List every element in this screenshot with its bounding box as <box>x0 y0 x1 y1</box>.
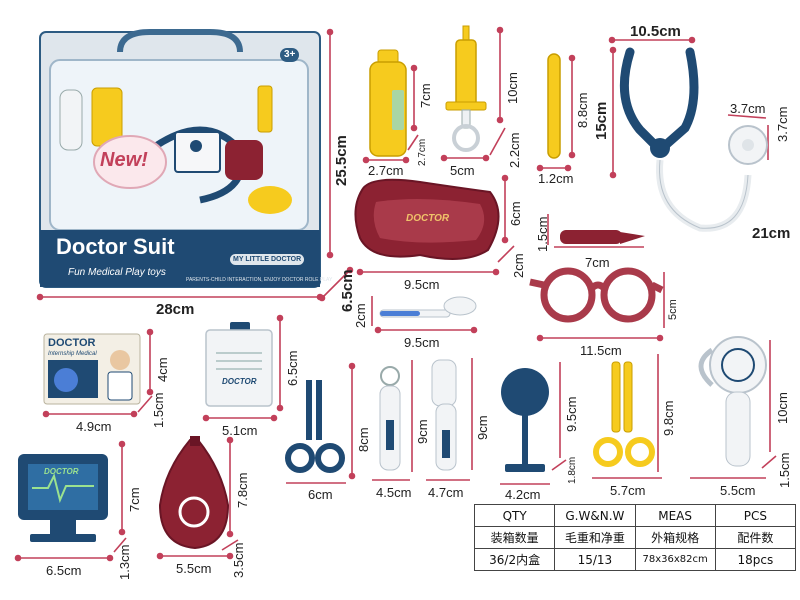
new-badge: New! <box>100 149 148 171</box>
package-tagline: PARENTS-CHILD INTERACTION, ENJOY DOCTOR … <box>186 277 333 283</box>
monitor-logo: DOCTOR <box>44 467 79 476</box>
dim-spoon-width: 9.5cm <box>404 335 440 350</box>
dim-monitor-depth: 1.3cm <box>117 544 132 580</box>
medicine-bottle <box>369 49 407 157</box>
dim-otoscope-width: 4.5cm <box>376 485 412 500</box>
dim-spoon-height: 2cm <box>353 303 368 328</box>
yellow-scissors <box>593 361 655 467</box>
spec-header-pcs-cn: 配件数 <box>714 526 797 549</box>
table-row: 装箱数量 毛重和净重 外箱规格 配件数 <box>473 526 797 549</box>
table-row: QTY G.W&N.W MEAS PCS <box>473 504 797 527</box>
dim-reflector-height: 9.5cm <box>564 396 579 432</box>
dim-card-width: 4.9cm <box>76 419 112 434</box>
spec-header-meas: MEAS <box>634 504 716 527</box>
dim-tray-depth: 2cm <box>511 253 526 278</box>
toy-scalpel <box>560 230 645 244</box>
dim-pressure-depth: 1.5cm <box>777 452 792 488</box>
dim-bulb-depth: 3.5cm <box>231 542 246 578</box>
dim-bottle-width: 2.7cm <box>368 163 404 178</box>
tray-logo: DOCTOR <box>406 213 450 224</box>
spec-value-weight: 15/13 <box>554 548 636 571</box>
dim-syringe-height: 10cm <box>505 72 520 104</box>
spec-table: QTY G.W&N.W MEAS PCS 装箱数量 毛重和净重 外箱规格 配件数… <box>473 504 797 571</box>
toy-glasses <box>529 267 664 323</box>
otoscope <box>379 366 401 471</box>
spec-header-weight-cn: 毛重和净重 <box>554 526 636 549</box>
package-box <box>39 29 321 288</box>
package-subtitle: Fun Medical Play toys <box>68 267 166 278</box>
spec-header-qty-cn: 装箱数量 <box>473 526 556 549</box>
dim-navy-scissors-width: 6cm <box>308 487 333 502</box>
dim-stick-width: 1.2cm <box>538 171 574 186</box>
dim-syringe-width: 5cm <box>450 163 475 178</box>
dim-stethoscope-width: 10.5cm <box>630 23 681 40</box>
package-age-badge: 3+ <box>280 48 300 62</box>
dim-thermometer-width: 4.7cm <box>428 485 464 500</box>
doctor-card <box>43 333 141 405</box>
dim-pressure-width: 5.5cm <box>720 483 756 498</box>
kidney-tray <box>354 178 500 260</box>
dim-tray-height: 6cm <box>508 201 523 226</box>
dim-monitor-height: 7cm <box>127 487 142 512</box>
toy-syringe <box>445 25 487 152</box>
dim-thermometer-height: 9cm <box>475 415 490 440</box>
head-mirror <box>501 368 549 472</box>
dim-scalpel-height: 1.5cm <box>535 216 550 252</box>
toy-monitor <box>18 454 108 542</box>
dim-syringe-depth: 2.2cm <box>507 132 522 168</box>
navy-scissors <box>285 380 345 473</box>
dim-stethoscope-length: 21cm <box>752 225 791 242</box>
dim-stethoscope-height: 15cm <box>593 101 610 140</box>
spec-value-qty: 36/2内盒 <box>473 548 556 571</box>
dim-reflector-depth: 1.8cm <box>567 456 578 484</box>
dim-stethoscope-head-width: 3.7cm <box>730 101 766 116</box>
dim-glasses-height: 5cm <box>667 299 679 320</box>
dim-stethoscope-head-height: 3.7cm <box>775 106 790 142</box>
dim-navy-scissors-height: 8cm <box>356 427 371 452</box>
dim-package-height: 25.5cm <box>333 135 350 186</box>
pressure-bulb <box>158 436 230 550</box>
blood-pressure-gauge <box>698 336 767 467</box>
dim-bottle-depth: 2.7cm <box>417 138 428 166</box>
dim-yellow-scissors-height: 9.8cm <box>661 400 676 436</box>
spec-value-pcs: 18pcs <box>714 548 797 571</box>
thermometer <box>431 359 457 471</box>
dim-tray-width: 9.5cm <box>404 277 440 292</box>
dim-bulb-height: 7.8cm <box>235 472 250 508</box>
package-tag: MY LITTLE DOCTOR <box>230 254 305 265</box>
dim-monitor-width: 6.5cm <box>46 563 82 578</box>
dim-stick-height: 8.8cm <box>575 92 590 128</box>
badge-logo: DOCTOR <box>222 377 257 386</box>
toy-spoon <box>379 296 477 318</box>
dimension-lines <box>14 26 777 562</box>
dim-bottle-height: 7cm <box>418 83 433 108</box>
dim-bulb-width: 5.5cm <box>176 561 212 576</box>
dim-card-height: 4cm <box>155 357 170 382</box>
spec-header-weight: G.W&N.W <box>554 504 636 527</box>
doctor-card-subtitle: Internship Medical <box>48 351 97 357</box>
spec-header-qty: QTY <box>473 504 556 527</box>
spec-header-pcs: PCS <box>714 504 797 527</box>
id-badge <box>205 322 273 407</box>
spec-header-meas-cn: 外箱规格 <box>634 526 716 549</box>
spec-value-meas: 78x36x82cm <box>634 548 716 571</box>
dim-badge-width: 5.1cm <box>222 423 258 438</box>
dim-otoscope-height: 9cm <box>415 419 430 444</box>
stethoscope <box>619 47 768 232</box>
dim-reflector-width: 4.2cm <box>505 487 541 502</box>
table-row: 36/2内盒 15/13 78x36x82cm 18pcs <box>473 548 797 571</box>
dim-card-depth: 1.5cm <box>151 392 166 428</box>
package-title: Doctor Suit <box>56 234 175 259</box>
dim-package-width: 28cm <box>156 301 195 318</box>
dim-scalpel-width: 7cm <box>585 255 610 270</box>
doctor-card-title: DOCTOR <box>48 337 96 349</box>
dim-yellow-scissors-width: 5.7cm <box>610 483 646 498</box>
dim-glasses-width: 11.5cm <box>580 343 622 358</box>
tongue-depressor <box>547 53 561 159</box>
dim-pressure-height: 10cm <box>775 392 790 424</box>
dim-badge-height: 6.5cm <box>285 350 300 386</box>
